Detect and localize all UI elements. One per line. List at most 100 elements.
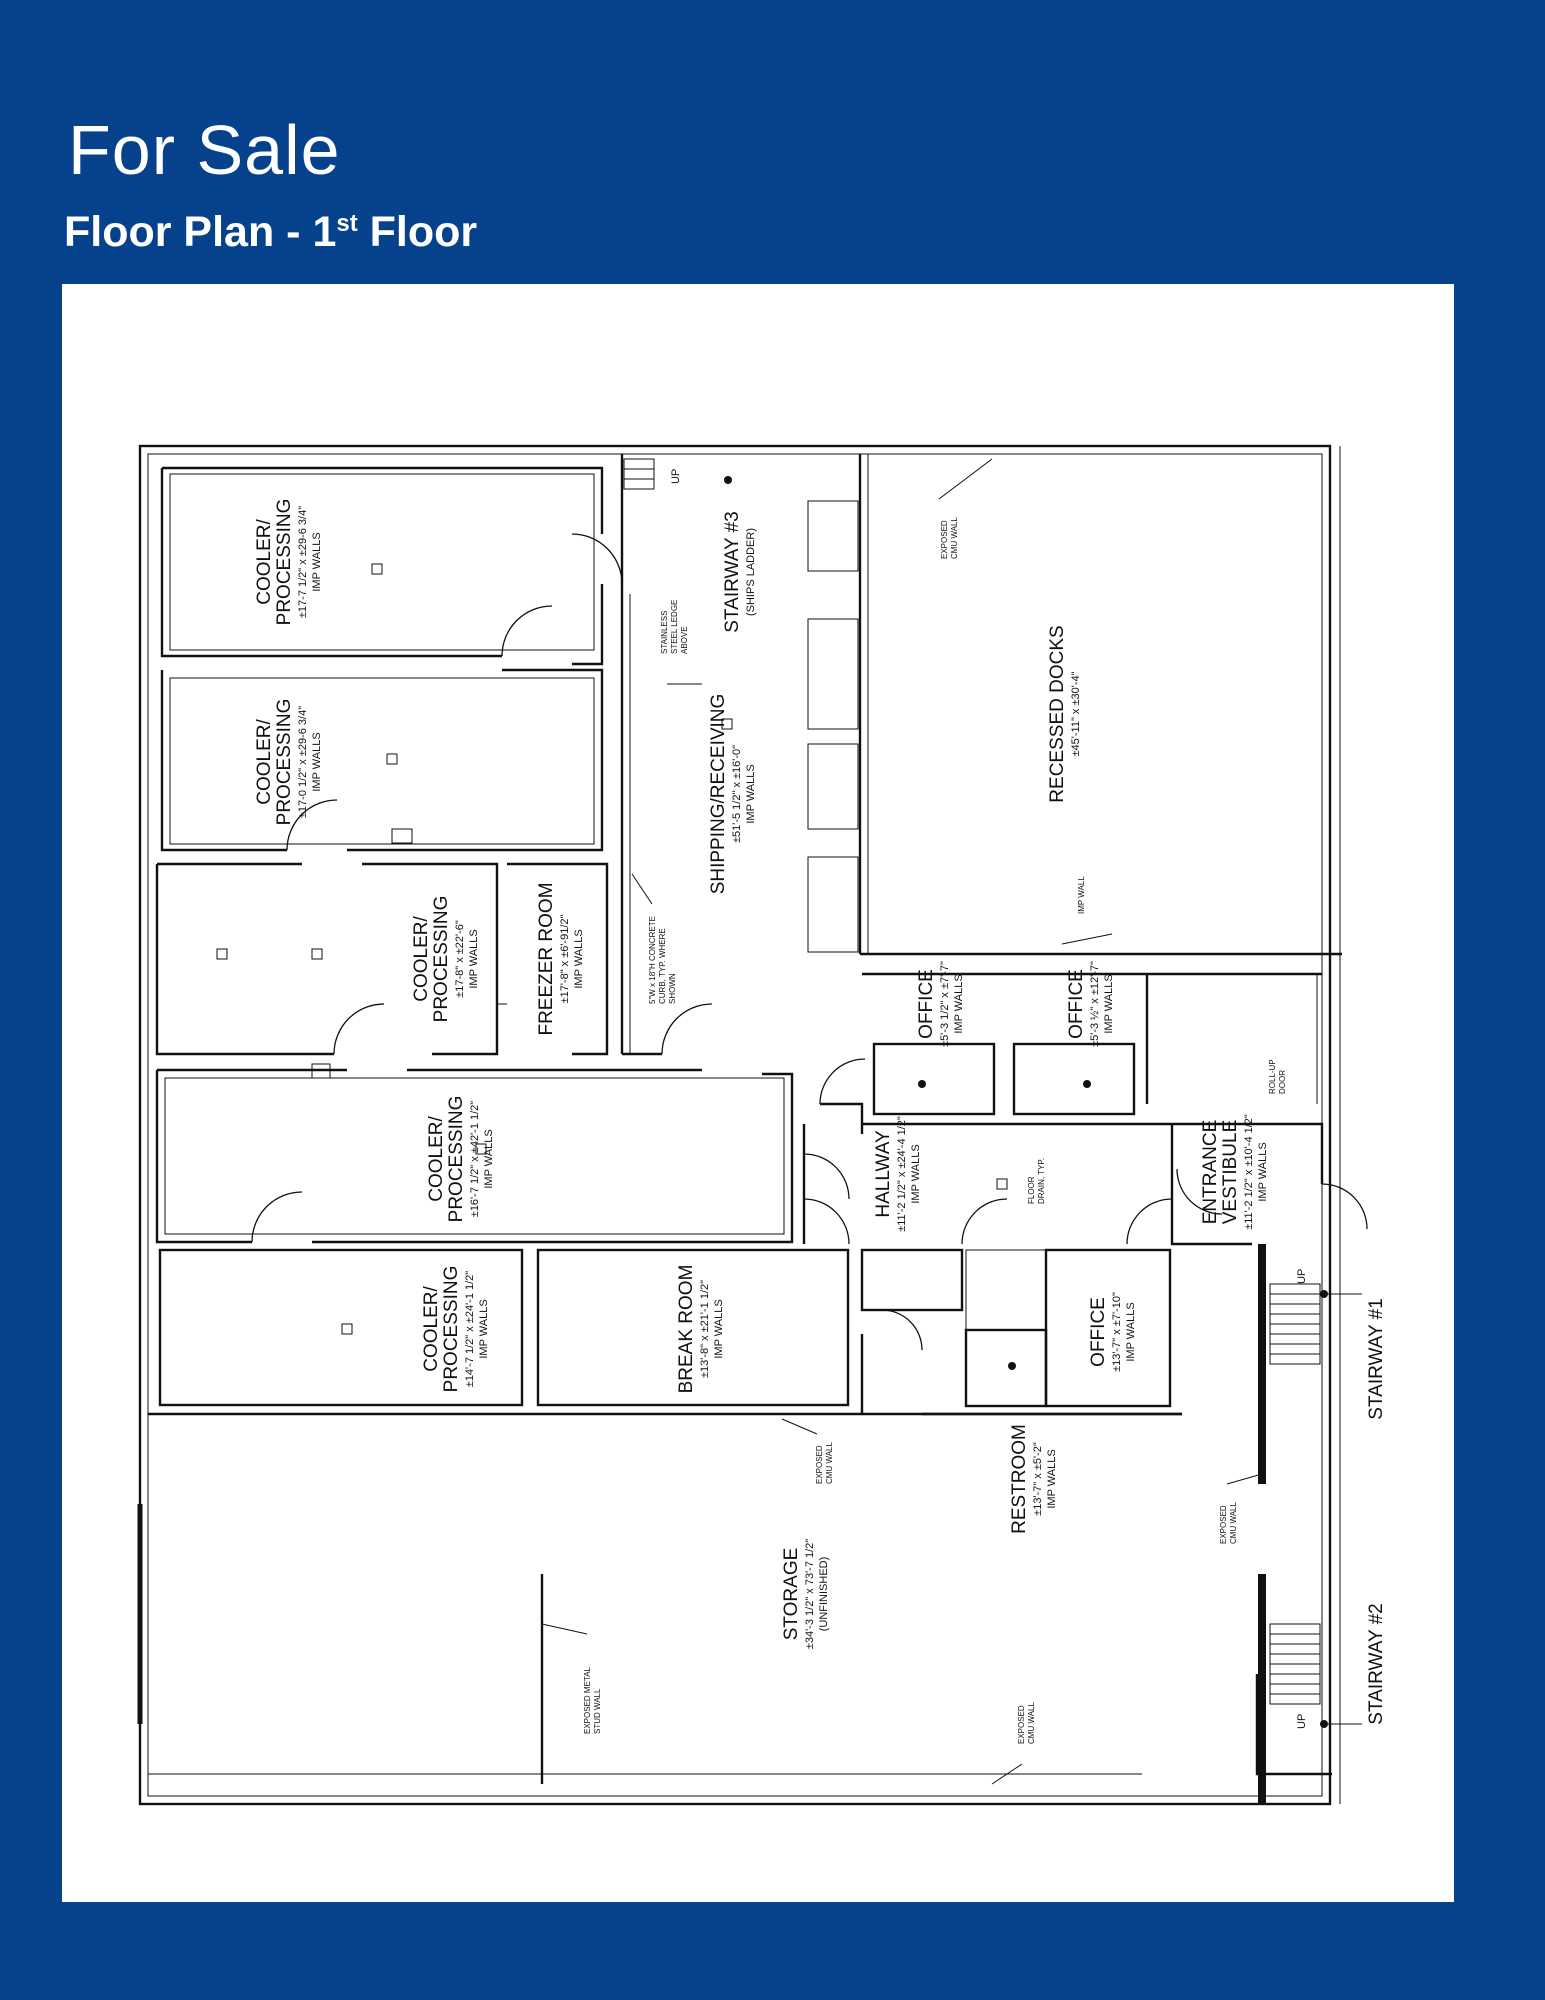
svg-text:UP: UP	[1296, 1714, 1308, 1729]
note-floor-drain: FLOOR DRAIN, TYP.	[1027, 1158, 1046, 1204]
svg-text:STEEL LEDGE: STEEL LEDGE	[670, 600, 679, 654]
room-label-cooler5: COOLER/ PROCESSING ±14'-7 1/2" x ±24'-1 …	[421, 1266, 490, 1393]
svg-text:±16'-7 1/2" x ±42'-1 1/2": ±16'-7 1/2" x ±42'-1 1/2"	[469, 1101, 481, 1218]
svg-text:IMP WALLS: IMP WALLS	[483, 1129, 495, 1188]
svg-text:±17-0 1/2" x ±29-6 3/4": ±17-0 1/2" x ±29-6 3/4"	[297, 706, 309, 818]
svg-text:CMU WALL: CMU WALL	[950, 517, 959, 559]
svg-text:(UNFINISHED): (UNFINISHED)	[818, 1557, 830, 1632]
svg-text:IMP WALLS: IMP WALLS	[713, 1299, 725, 1358]
svg-text:IMP WALLS: IMP WALLS	[1125, 1302, 1137, 1361]
door-swings	[251, 533, 1368, 1351]
outer-walls	[137, 444, 1341, 1806]
svg-text:CMU WALL: CMU WALL	[1027, 1702, 1036, 1744]
dock-walls	[807, 454, 1342, 1246]
svg-text:STAINLESS: STAINLESS	[660, 611, 669, 654]
room-label-cooler4: COOLER/ PROCESSING ±16'-7 1/2" x ±42'-1 …	[426, 1096, 495, 1223]
svg-text:DOOR: DOOR	[1278, 1070, 1287, 1094]
svg-text:CMU WALL: CMU WALL	[825, 1442, 834, 1484]
svg-text:±45'-11" x ±30'-4": ±45'-11" x ±30'-4"	[1070, 671, 1082, 756]
svg-text:FREEZER ROOM: FREEZER ROOM	[536, 882, 557, 1035]
svg-text:STAIRWAY #2: STAIRWAY #2	[1366, 1603, 1387, 1724]
svg-text:±13'-7" x ±5'-2": ±13'-7" x ±5'-2"	[1032, 1442, 1044, 1516]
svg-text:PROCESSING: PROCESSING	[274, 499, 295, 626]
room-label-shipping: SHIPPING/RECEIVING ±51'-5 1/2" x ±16'-0"…	[708, 694, 757, 895]
svg-text:IMP WALLS: IMP WALLS	[478, 1299, 490, 1358]
svg-text:EXPOSED: EXPOSED	[940, 520, 949, 559]
svg-text:UP: UP	[670, 469, 682, 484]
svg-text:±5'-3 ½" x ±12'-7": ±5'-3 ½" x ±12'-7"	[1089, 961, 1101, 1047]
svg-text:±17'-8" x ±6'-91/2": ±17'-8" x ±6'-91/2"	[559, 914, 571, 1003]
svg-text:PROCESSING: PROCESSING	[441, 1266, 462, 1393]
room-label-hallway: HALLWAY ±11'-2 1/2" x ±24'-4 1/2" IMP WA…	[873, 1116, 922, 1232]
svg-text:5"W x 18"H CONCRETE: 5"W x 18"H CONCRETE	[648, 916, 657, 1004]
room-label-office2: OFFICE ±5'-3 ½" x ±12'-7" IMP WALLS	[1066, 961, 1115, 1047]
floor-plan-panel: COOLER/ PROCESSING ±17-7 1/2" x ±29-6 3/…	[62, 284, 1454, 1902]
room-label-storage: STORAGE ±34'-3 1/2" x 73'-7 1/2" (UNFINI…	[781, 1539, 830, 1649]
svg-text:OFFICE: OFFICE	[1088, 1297, 1109, 1367]
svg-text:IMP WALL: IMP WALL	[1077, 876, 1086, 914]
svg-text:RECESSED DOCKS: RECESSED DOCKS	[1047, 625, 1068, 802]
note-cmu-storage: EXPOSED CMU WALL	[815, 1442, 834, 1484]
note-imp-wall: IMP WALL	[1077, 876, 1086, 914]
room-label-cooler1: COOLER/ PROCESSING ±17-7 1/2" x ±29-6 3/…	[254, 499, 323, 626]
svg-text:IMP WALLS: IMP WALLS	[1257, 1142, 1269, 1201]
svg-text:±11'-2 1/2" x ±24'-4 1/2": ±11'-2 1/2" x ±24'-4 1/2"	[896, 1116, 908, 1232]
floor-plan-drawing: COOLER/ PROCESSING ±17-7 1/2" x ±29-6 3/…	[137, 444, 1387, 1806]
svg-text:±5'-3 1/2" x ±7'-7": ±5'-3 1/2" x ±7'-7"	[939, 961, 951, 1047]
room-label-restroom: RESTROOM ±13'-7" x ±5'-2" IMP WALLS	[1009, 1424, 1058, 1534]
svg-text:UP: UP	[1296, 1269, 1308, 1284]
core-walls	[540, 1124, 1332, 1804]
svg-text:VESTIBULE: VESTIBULE	[1220, 1120, 1241, 1225]
svg-text:PROCESSING: PROCESSING	[274, 699, 295, 826]
room-label-office1: OFFICE ±5'-3 1/2" x ±7'-7" IMP WALLS	[916, 961, 965, 1047]
svg-text:COOLER/: COOLER/	[254, 719, 275, 805]
svg-text:ENTRANCE: ENTRANCE	[1200, 1120, 1221, 1225]
svg-text:IMP WALLS: IMP WALLS	[573, 929, 585, 988]
stair-up-label-1: UP	[1296, 1269, 1308, 1284]
page-subtitle: Floor Plan - 1st Floor	[64, 208, 478, 256]
svg-text:CURB, TYP. WHERE: CURB, TYP. WHERE	[658, 928, 667, 1004]
svg-text:IMP WALLS: IMP WALLS	[311, 532, 323, 591]
fixtures	[216, 476, 1328, 1728]
svg-text:COOLER/: COOLER/	[411, 916, 432, 1002]
room-walls	[148, 454, 1182, 1416]
svg-text:±11'-2 1/2" x ±10'-4 1/2": ±11'-2 1/2" x ±10'-4 1/2"	[1243, 1114, 1255, 1230]
room-label-entrance: ENTRANCE VESTIBULE ±11'-2 1/2" x ±10'-4 …	[1200, 1114, 1269, 1230]
svg-text:FLOOR: FLOOR	[1027, 1176, 1036, 1204]
svg-text:OFFICE: OFFICE	[916, 969, 937, 1039]
svg-text:±17-7 1/2" x ±29-6 3/4": ±17-7 1/2" x ±29-6 3/4"	[297, 506, 309, 618]
svg-text:IMP WALLS: IMP WALLS	[1046, 1449, 1058, 1508]
room-label-freezer: FREEZER ROOM ±17'-8" x ±6'-91/2" IMP WAL…	[536, 882, 585, 1035]
note-cmu-stair: EXPOSED CMU WALL	[1219, 1502, 1238, 1544]
room-label-cooler3: COOLER/ PROCESSING ±17-8" x ±22'-6" IMP …	[411, 896, 480, 1023]
room-label-docks: RECESSED DOCKS ±45'-11" x ±30'-4"	[1047, 625, 1082, 802]
svg-text:COOLER/: COOLER/	[426, 1116, 447, 1202]
svg-text:SHIPPING/RECEIVING: SHIPPING/RECEIVING	[708, 694, 729, 895]
svg-text:EXPOSED METAL: EXPOSED METAL	[583, 1666, 592, 1734]
note-steel-ledge: STAINLESS STEEL LEDGE ABOVE	[660, 600, 689, 654]
room-label-breakroom: BREAK ROOM ±13'-8" x ±21'-1 1/2" IMP WAL…	[676, 1265, 725, 1394]
note-cmu-docks: EXPOSED CMU WALL	[940, 517, 959, 559]
svg-text:PROCESSING: PROCESSING	[446, 1096, 467, 1223]
svg-text:±34'-3 1/2" x 73'-7 1/2": ±34'-3 1/2" x 73'-7 1/2"	[804, 1539, 816, 1649]
svg-text:STAIRWAY #3: STAIRWAY #3	[722, 511, 743, 632]
svg-text:±17-8" x ±22'-6": ±17-8" x ±22'-6"	[454, 920, 466, 998]
stair-up-label-3: UP	[670, 469, 682, 484]
page-title: For Sale	[68, 111, 341, 189]
svg-text:IMP WALLS: IMP WALLS	[1103, 974, 1115, 1033]
svg-text:DRAIN, TYP.: DRAIN, TYP.	[1037, 1158, 1046, 1204]
leader-lines	[541, 458, 1362, 1785]
svg-text:IMP WALLS: IMP WALLS	[468, 929, 480, 988]
svg-text:EXPOSED: EXPOSED	[815, 1445, 824, 1484]
note-cmu-bottom: EXPOSED CMU WALL	[1017, 1702, 1036, 1744]
stair-up-label-2: UP	[1296, 1714, 1308, 1729]
note-metal-stud: EXPOSED METAL STUD WALL	[583, 1666, 602, 1734]
svg-text:IMP WALLS: IMP WALLS	[953, 974, 965, 1033]
svg-text:BREAK ROOM: BREAK ROOM	[676, 1265, 697, 1394]
svg-text:EXPOSED: EXPOSED	[1219, 1505, 1228, 1544]
svg-text:COOLER/: COOLER/	[254, 519, 275, 605]
room-label-stairway3: STAIRWAY #3 (SHIPS LADDER)	[722, 511, 757, 632]
svg-text:OFFICE: OFFICE	[1066, 969, 1087, 1039]
svg-text:EXPOSED: EXPOSED	[1017, 1705, 1026, 1744]
room-label-stairway1: STAIRWAY #1	[1366, 1298, 1387, 1419]
